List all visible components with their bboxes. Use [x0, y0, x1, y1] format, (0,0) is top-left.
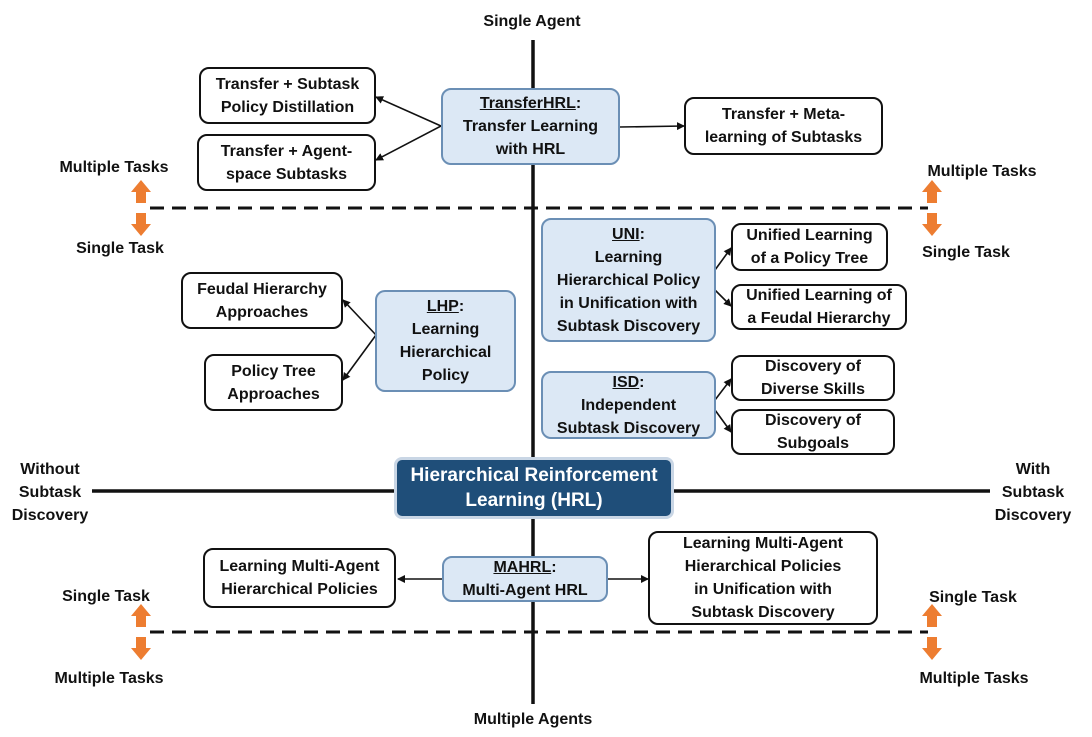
leaf-transfer-meta: Transfer + Meta- learning of Subtasks [684, 97, 883, 155]
center-title-line-2: Learning (HRL) [465, 490, 603, 511]
leaf-ma-unification: Learning Multi-Agent Hierarchical Polici… [648, 531, 878, 625]
category-line: Policy [421, 367, 470, 384]
axis-left-line-1: Without [20, 461, 80, 478]
category-isd: ISD: Independent Subtask Discovery [541, 371, 716, 439]
arrow-up-lower-left [131, 604, 151, 627]
leaf-feudal-hierarchy: Feudal Hierarchy Approaches [181, 272, 343, 329]
task-label-lower-right-up: Single Task [929, 589, 1017, 606]
category-line: Multi-Agent HRL [462, 582, 588, 599]
category-abbr: MAHRL [493, 559, 552, 576]
arrow-up-upper-left [131, 180, 151, 203]
category-line: Subtask Discovery [556, 317, 701, 335]
arrow-down-upper-left [131, 213, 151, 236]
category-mahrl: MAHRL: Multi-Agent HRL [442, 556, 608, 602]
arrow-down-lower-left [131, 637, 151, 660]
category-abbr: LHP [426, 298, 459, 315]
category-line: in Unification with [559, 294, 698, 312]
category-lhp: LHP: Learning Hierarchical Policy [375, 290, 516, 392]
task-label-lower-left-up: Single Task [62, 588, 150, 605]
task-label-upper-right-down: Single Task [922, 244, 1010, 261]
leaf-subgoals: Discovery of Subgoals [731, 409, 895, 455]
leaf-transfer-distillation: Transfer + Subtask Policy Distillation [199, 67, 376, 124]
axis-label-top: Single Agent [483, 13, 581, 30]
category-line: Transfer Learning [462, 118, 599, 135]
task-label-upper-left-down: Single Task [76, 240, 164, 257]
leaf-unified-policy-tree: Unified Learning of a Policy Tree [731, 223, 888, 271]
arrow-down-upper-right [922, 213, 942, 236]
task-label-lower-right-down: Multiple Tasks [919, 670, 1029, 687]
task-label-upper-right-up: Multiple Tasks [927, 163, 1037, 180]
leaf-diverse-skills: Discovery of Diverse Skills [731, 355, 895, 401]
axis-label-bottom: Multiple Agents [473, 711, 593, 728]
category-line: Independent [580, 396, 677, 414]
category-abbr: ISD [612, 373, 640, 391]
axis-right-line-3: Discovery [994, 507, 1072, 524]
task-label-upper-left-up: Multiple Tasks [59, 159, 169, 176]
center-title-line-1: Hierarchical Reinforcement [410, 465, 658, 486]
leaf-policy-tree: Policy Tree Approaches [204, 354, 343, 411]
category-transferhrl: TransferHRL: Transfer Learning with HRL [441, 88, 620, 165]
category-line: Learning [411, 321, 480, 338]
axis-right-line-2: Subtask [1001, 484, 1065, 501]
task-label-lower-left-down: Multiple Tasks [54, 670, 164, 687]
axis-left-line-2: Subtask [18, 484, 82, 501]
category-line: Hierarchical Policy [556, 271, 701, 289]
leaf-unified-feudal: Unified Learning of a Feudal Hierarchy [731, 284, 907, 330]
category-uni: UNI: Learning Hierarchical Policy in Uni… [541, 218, 716, 342]
axis-left-line-3: Discovery [11, 507, 89, 524]
category-abbr: UNI [612, 225, 640, 243]
category-line: Learning [594, 248, 663, 266]
leaf-transfer-agentspace: Transfer + Agent- space Subtasks [197, 134, 376, 191]
connectors [342, 96, 732, 583]
arrow-down-lower-right [922, 637, 942, 660]
category-line: with HRL [495, 141, 566, 158]
arrow-up-lower-right [922, 604, 942, 627]
axis-label-right: With Subtask Discovery [990, 458, 1076, 527]
orange-arrows [131, 180, 942, 660]
center-hrl-box: Hierarchical Reinforcement Learning (HRL… [394, 457, 674, 519]
category-line: Hierarchical [399, 344, 492, 361]
axis-label-left: Without Subtask Discovery [8, 458, 92, 527]
arrow-up-upper-right [922, 180, 942, 203]
leaf-ma-hierarchical-policies: Learning Multi-Agent Hierarchical Polici… [203, 548, 396, 608]
axis-right-line-1: With [1015, 461, 1051, 478]
category-line: Subtask Discovery [556, 419, 701, 437]
category-abbr: TransferHRL [479, 95, 576, 112]
